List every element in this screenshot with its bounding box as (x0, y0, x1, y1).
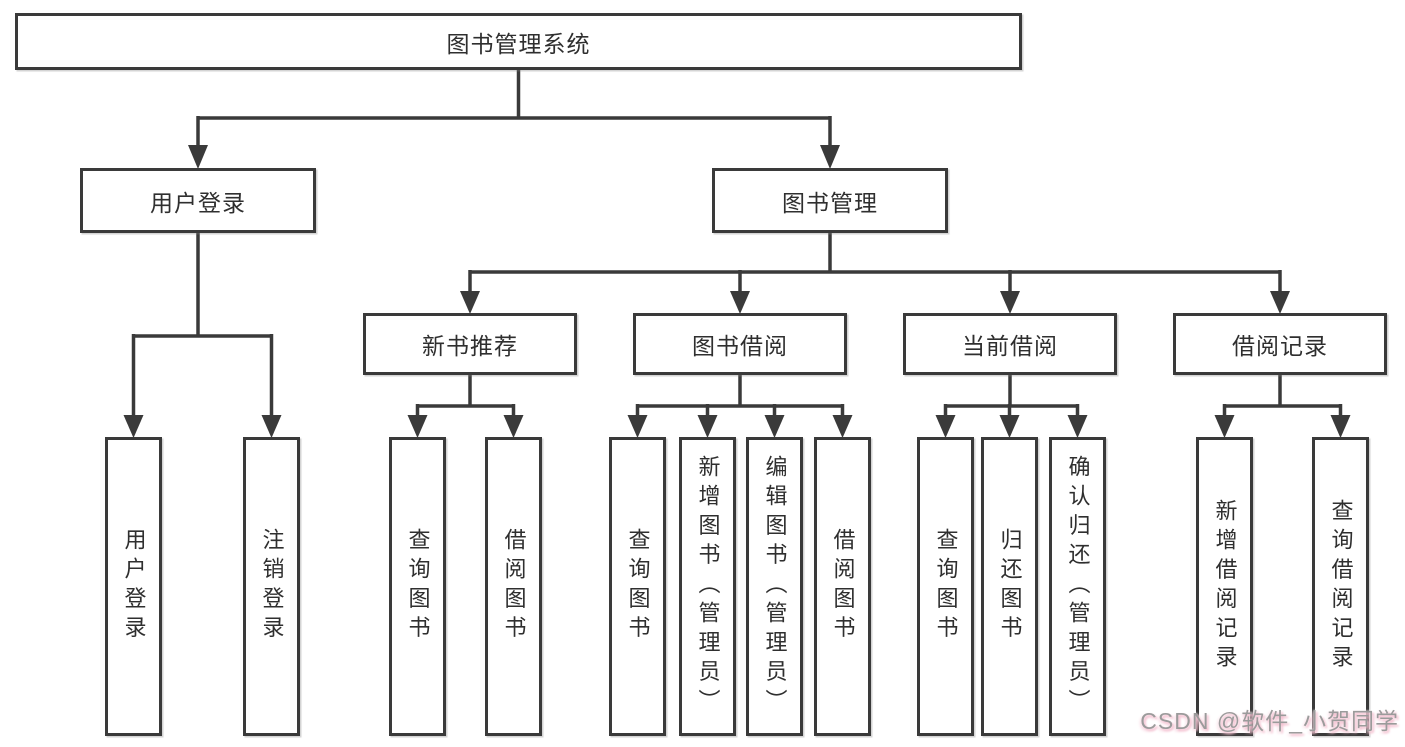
node-label: 当前借阅 (962, 333, 1058, 359)
node-label: 编辑图书（管理员） (762, 454, 788, 719)
leaf-logout: 注销登录 (243, 437, 300, 736)
node-book-borrow: 图书借阅 (633, 313, 847, 375)
leaf-user-login: 用户登录 (105, 437, 162, 736)
leaf-borrow-edit-book-admin: 编辑图书（管理员） (746, 437, 803, 736)
node-label: 新增图书（管理员） (695, 454, 721, 719)
leaf-newrec-query-book: 查询图书 (389, 437, 446, 736)
node-label: 用户登录 (121, 527, 147, 646)
node-borrow-record: 借阅记录 (1173, 313, 1387, 375)
leaf-borrow-borrow-book: 借阅图书 (814, 437, 871, 736)
node-label: 新增借阅记录 (1212, 498, 1238, 675)
leaf-current-query-book: 查询图书 (917, 437, 974, 736)
node-current-borrow: 当前借阅 (903, 313, 1117, 375)
node-label: 注销登录 (259, 527, 285, 646)
node-label: 查询图书 (405, 527, 431, 646)
leaf-record-query-record: 查询借阅记录 (1312, 437, 1369, 736)
node-label: 图书借阅 (692, 333, 788, 359)
node-new-book-recommend: 新书推荐 (363, 313, 577, 375)
leaf-borrow-query-book: 查询图书 (609, 437, 666, 736)
node-label: 查询借阅记录 (1328, 498, 1354, 675)
leaf-borrow-add-book-admin: 新增图书（管理员） (679, 437, 736, 736)
node-label: 新书推荐 (422, 333, 518, 359)
leaf-current-confirm-return-admin: 确认归还（管理员） (1049, 437, 1106, 736)
node-label: 查询图书 (625, 527, 651, 646)
leaf-current-return-book: 归还图书 (981, 437, 1038, 736)
node-label: 查询图书 (933, 527, 959, 646)
node-label: 图书管理 (782, 189, 878, 216)
node-library-management-system: 图书管理系统 (15, 13, 1022, 70)
node-user-login: 用户登录 (80, 168, 316, 233)
node-label: 借阅图书 (830, 527, 856, 646)
node-label: 借阅图书 (501, 527, 527, 646)
node-label: 确认归还（管理员） (1065, 454, 1091, 719)
csdn-watermark: CSDN @软件_小贺同学 (1140, 708, 1399, 734)
arrowhead-icons (123, 145, 1351, 438)
node-label: 借阅记录 (1232, 333, 1328, 359)
node-label: 图书管理系统 (446, 30, 591, 57)
node-label: 归还图书 (997, 527, 1023, 646)
leaf-record-add-record: 新增借阅记录 (1196, 437, 1253, 736)
node-book-management: 图书管理 (712, 168, 948, 233)
leaf-newrec-borrow-book: 借阅图书 (485, 437, 542, 736)
node-label: 用户登录 (150, 189, 246, 216)
